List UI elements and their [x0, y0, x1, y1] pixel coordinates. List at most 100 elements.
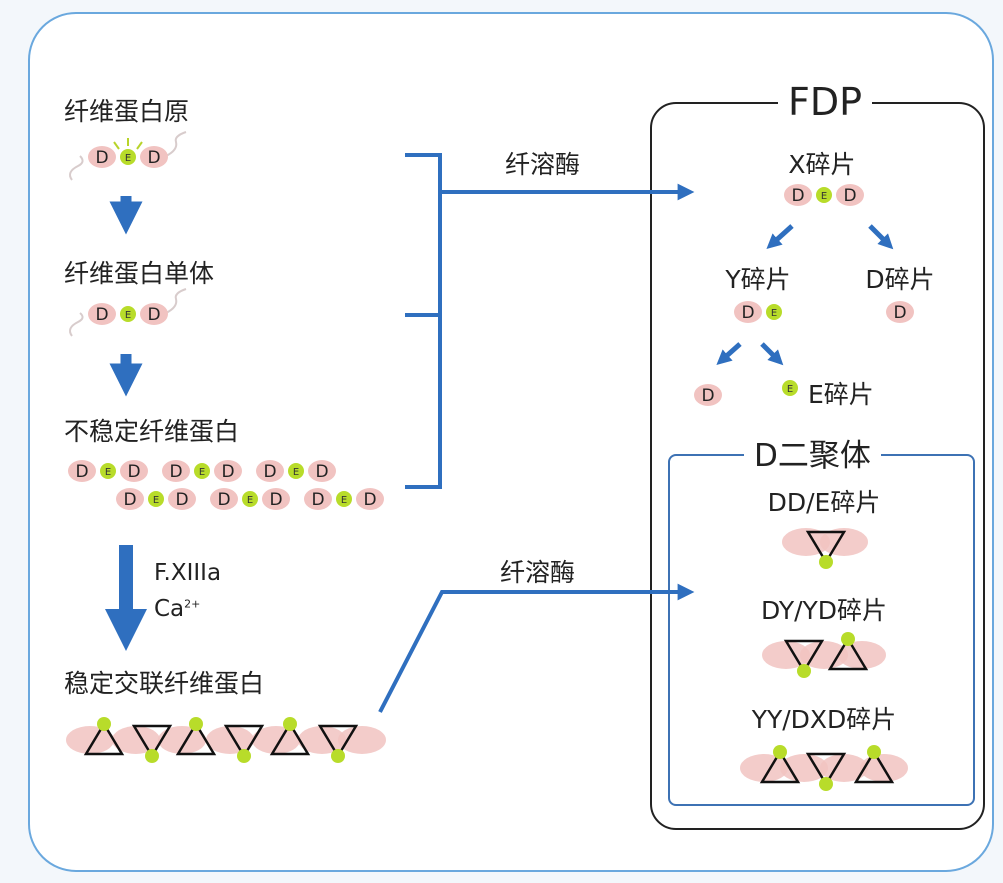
svg-text:D: D: [127, 462, 140, 482]
svg-text:D: D: [311, 490, 324, 510]
svg-text:E: E: [125, 153, 131, 164]
d-domain: D: [140, 303, 168, 325]
svg-text:E: E: [771, 308, 777, 319]
svg-text:D: D: [147, 148, 160, 168]
svg-text:D: D: [315, 462, 328, 482]
svg-text:E: E: [821, 191, 827, 202]
triangle-down-unit: [805, 530, 847, 569]
fibrinogen-label: 纤维蛋白原: [64, 97, 190, 126]
e-domain: E: [288, 463, 304, 479]
arrow-y-to-d: [716, 342, 742, 365]
svg-text:D: D: [95, 305, 108, 325]
d-domain: D: [116, 488, 144, 510]
svg-text:E: E: [153, 495, 159, 506]
svg-text:E: E: [341, 495, 347, 506]
e-domain: E: [816, 187, 832, 203]
crosslinked-units: [66, 528, 908, 791]
e-domain: E: [148, 491, 164, 507]
d-domain: D: [836, 184, 864, 206]
d-domain: D: [88, 303, 116, 325]
svg-text:D: D: [843, 186, 856, 206]
svg-text:E: E: [105, 467, 111, 478]
triangle-up-unit: [827, 632, 869, 671]
svg-text:D: D: [363, 490, 376, 510]
e-domain: E: [242, 491, 258, 507]
d-domain: D: [256, 460, 284, 482]
plasmin-label-bottom: 纤溶酶: [500, 558, 576, 587]
e-domain: E: [120, 306, 136, 322]
triangle-down-unit: [317, 724, 359, 763]
d-domain: D: [694, 384, 722, 406]
triangle-down-unit: [223, 724, 265, 763]
svg-text:E: E: [247, 495, 253, 506]
d-domain: D: [308, 460, 336, 482]
x-fragment-label: X碎片: [788, 150, 856, 179]
d-fragment-label: D碎片: [865, 265, 935, 294]
e-domain: E: [194, 463, 210, 479]
d-domain: D: [356, 488, 384, 510]
d-domain: D: [68, 460, 96, 482]
svg-text:D: D: [701, 386, 714, 406]
d-domain: D: [140, 146, 168, 168]
e-domain: E: [336, 491, 352, 507]
svg-text:D: D: [217, 490, 230, 510]
factor-xiiia-label: F.XIIIa: [154, 560, 222, 586]
triangle-down-unit: [783, 639, 825, 678]
svg-text:E: E: [787, 384, 793, 395]
yy-dxd-fragment-label: YY/DXD碎片: [751, 705, 897, 734]
d-dimer-title: D二聚体: [744, 430, 881, 475]
plasmin-arrow-bottom: [378, 583, 695, 713]
d-domain: D: [120, 460, 148, 482]
svg-text:D: D: [175, 490, 188, 510]
svg-text:D: D: [75, 462, 88, 482]
d-domain: D: [162, 460, 190, 482]
stable-fibrin-label: 稳定交联纤维蛋白: [64, 669, 265, 698]
d-domain: D: [88, 146, 116, 168]
e-fragment-label: E碎片: [808, 380, 874, 409]
svg-text:D: D: [269, 490, 282, 510]
fibrinogen-tail-left: [69, 155, 84, 181]
monomer-tail-left: [69, 312, 84, 337]
bracket: [405, 153, 442, 489]
monomer-tail-right: [165, 288, 187, 314]
e-domain: E: [100, 463, 116, 479]
d-domain: D: [886, 301, 914, 323]
arrow-y-to-e: [760, 342, 784, 366]
svg-text:E: E: [199, 467, 205, 478]
e-domain: E: [782, 380, 798, 396]
svg-text:D: D: [147, 305, 160, 325]
svg-text:E: E: [125, 310, 131, 321]
e-domain-glow: [113, 138, 143, 150]
arrow-x-to-y: [766, 224, 794, 250]
triangle-down-unit: [805, 752, 847, 791]
fibrinogen-tail-right: [165, 131, 187, 157]
triangle-down-unit: [131, 724, 173, 763]
svg-text:D: D: [169, 462, 182, 482]
d-domain: D: [210, 488, 238, 510]
plasmin-label-top: 纤溶酶: [505, 150, 581, 179]
d-domain: D: [734, 301, 762, 323]
svg-text:D: D: [893, 303, 906, 323]
svg-text:D: D: [221, 462, 234, 482]
d-domain: D: [214, 460, 242, 482]
svg-text:D: D: [263, 462, 276, 482]
y-fragment-label: Y碎片: [725, 265, 791, 294]
triangle-up-unit: [853, 745, 895, 784]
calcium-superscript: 2+: [184, 597, 201, 611]
dd-e-fragment-label: DD/E碎片: [767, 488, 881, 517]
d-domain: D: [168, 488, 196, 510]
d-domain: D: [304, 488, 332, 510]
svg-text:D: D: [741, 303, 754, 323]
fibrin-monomer-label: 纤维蛋白单体: [64, 259, 215, 288]
triangle-up-unit: [759, 745, 801, 784]
e-domain: E: [766, 304, 782, 320]
triangle-up-unit: [269, 717, 311, 756]
arrow-x-to-d: [868, 224, 894, 250]
fdp-title: FDP: [778, 80, 873, 124]
triangle-up-unit: [175, 717, 217, 756]
d-domain: D: [784, 184, 812, 206]
calcium-label: Ca2+: [154, 596, 201, 622]
svg-text:D: D: [123, 490, 136, 510]
